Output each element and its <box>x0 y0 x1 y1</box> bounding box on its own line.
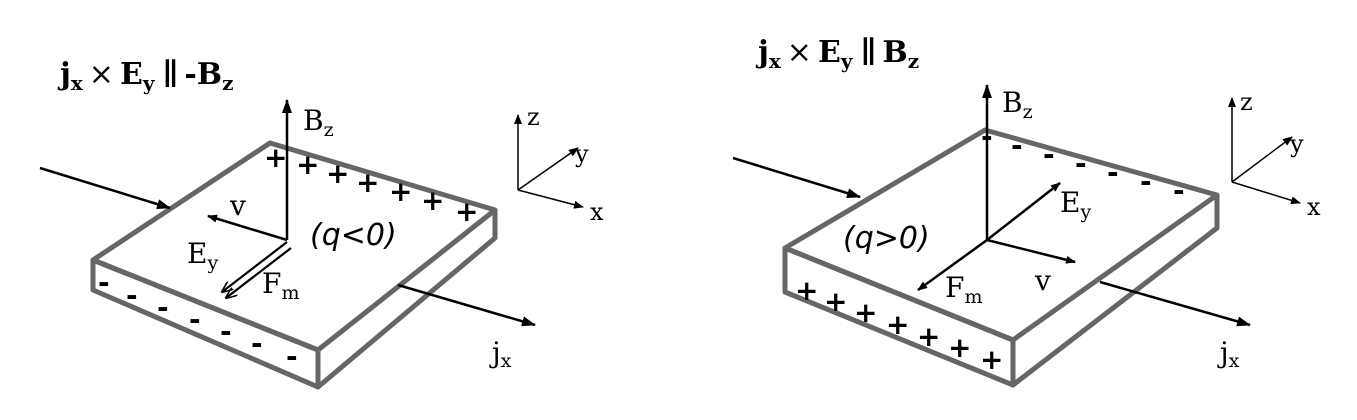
right-velocity-arrow <box>986 238 1076 264</box>
right-panel: jx×Ey∥Bz jx Bz Ey v Fm (q>0) - - - - - <box>732 35 1321 388</box>
charge-sign: - <box>981 120 993 153</box>
left-current-out-arrow <box>397 283 536 327</box>
right-axis-x-label: x <box>1307 193 1321 221</box>
charge-sign: + <box>854 296 877 329</box>
left-slab-side-face <box>315 210 498 390</box>
left-efield-arrow <box>222 241 288 292</box>
charge-sign: + <box>296 148 319 181</box>
left-force-label: Fm <box>262 267 299 304</box>
charge-sign: + <box>455 195 478 228</box>
charge-sign: + <box>421 184 444 217</box>
right-efield-label: Ey <box>1060 186 1091 223</box>
left-slab-top-face <box>90 143 505 370</box>
charge-sign: - <box>98 266 110 299</box>
right-force-label: Fm <box>945 271 982 308</box>
charge-sign: - <box>220 315 232 348</box>
charge-sign: + <box>795 274 818 307</box>
right-coordinate-axes: z y x <box>1228 88 1321 221</box>
right-slab-side-face <box>1010 195 1220 388</box>
charge-sign: + <box>980 343 1003 376</box>
left-charge-label: (q<0) <box>310 218 397 253</box>
left-axis-z-label: z <box>527 103 540 131</box>
charge-sign: + <box>389 175 412 208</box>
charge-sign: - <box>1075 147 1087 180</box>
charge-sign: - <box>1011 129 1023 162</box>
charge-sign: - <box>251 327 263 360</box>
charge-sign: - <box>1140 165 1152 198</box>
left-front-face-charges: - - - - - - - <box>98 266 298 373</box>
charge-sign: - <box>126 279 138 312</box>
charge-sign: + <box>917 320 940 353</box>
right-slab-top-outline <box>782 127 1220 343</box>
right-current-in-arrow <box>732 156 861 199</box>
right-axis-z-label: z <box>1240 88 1253 116</box>
charge-sign: - <box>1107 156 1119 189</box>
right-current-out-arrow <box>1099 280 1251 327</box>
right-top-edge-charges: - - - - - - - <box>981 120 1185 207</box>
right-front-face-charges: + + + + + + + <box>795 274 1003 376</box>
left-force-arrow <box>226 247 292 298</box>
right-velocity-label: v <box>1034 264 1051 297</box>
charge-sign: + <box>886 308 909 341</box>
charge-sign: - <box>157 291 169 324</box>
charge-sign: + <box>824 285 847 318</box>
charge-sign: + <box>356 166 379 199</box>
right-axis-y-label: y <box>1289 130 1304 158</box>
left-relation-title: jx×Ey∥-Bz <box>57 57 234 95</box>
right-relation-title: jx×Ey∥Bz <box>755 35 919 73</box>
left-coordinate-axes: z y x <box>514 103 604 226</box>
left-current-label: jx <box>489 336 512 372</box>
charge-sign: + <box>948 331 971 364</box>
charge-sign: - <box>286 340 298 373</box>
left-panel: jx×Ey∥-Bz jx Bz v Ey Fm (q<0) + + + + + <box>39 57 604 390</box>
left-efield-label: Ey <box>187 237 218 274</box>
left-top-edge-charges: + + + + + + + <box>264 141 478 228</box>
right-bz-label: Bz <box>1002 86 1033 123</box>
left-current-in-arrow <box>39 166 171 210</box>
charge-sign: - <box>1043 138 1055 171</box>
left-axis-x-label: x <box>590 198 604 226</box>
left-velocity-label: v <box>229 189 246 222</box>
right-charge-label: (q>0) <box>843 221 930 256</box>
charge-sign: - <box>1173 174 1185 207</box>
right-force-arrow <box>917 238 988 292</box>
right-current-label: jx <box>1217 336 1240 372</box>
right-efield-arrow <box>986 182 1061 241</box>
left-velocity-arrow <box>207 214 288 242</box>
left-axis-y-label: y <box>574 140 589 168</box>
charge-sign: + <box>326 157 349 190</box>
left-slab-top-outline <box>90 140 498 353</box>
charge-sign: + <box>264 141 287 174</box>
left-bz-label: Bz <box>303 104 334 141</box>
charge-sign: - <box>189 303 201 336</box>
